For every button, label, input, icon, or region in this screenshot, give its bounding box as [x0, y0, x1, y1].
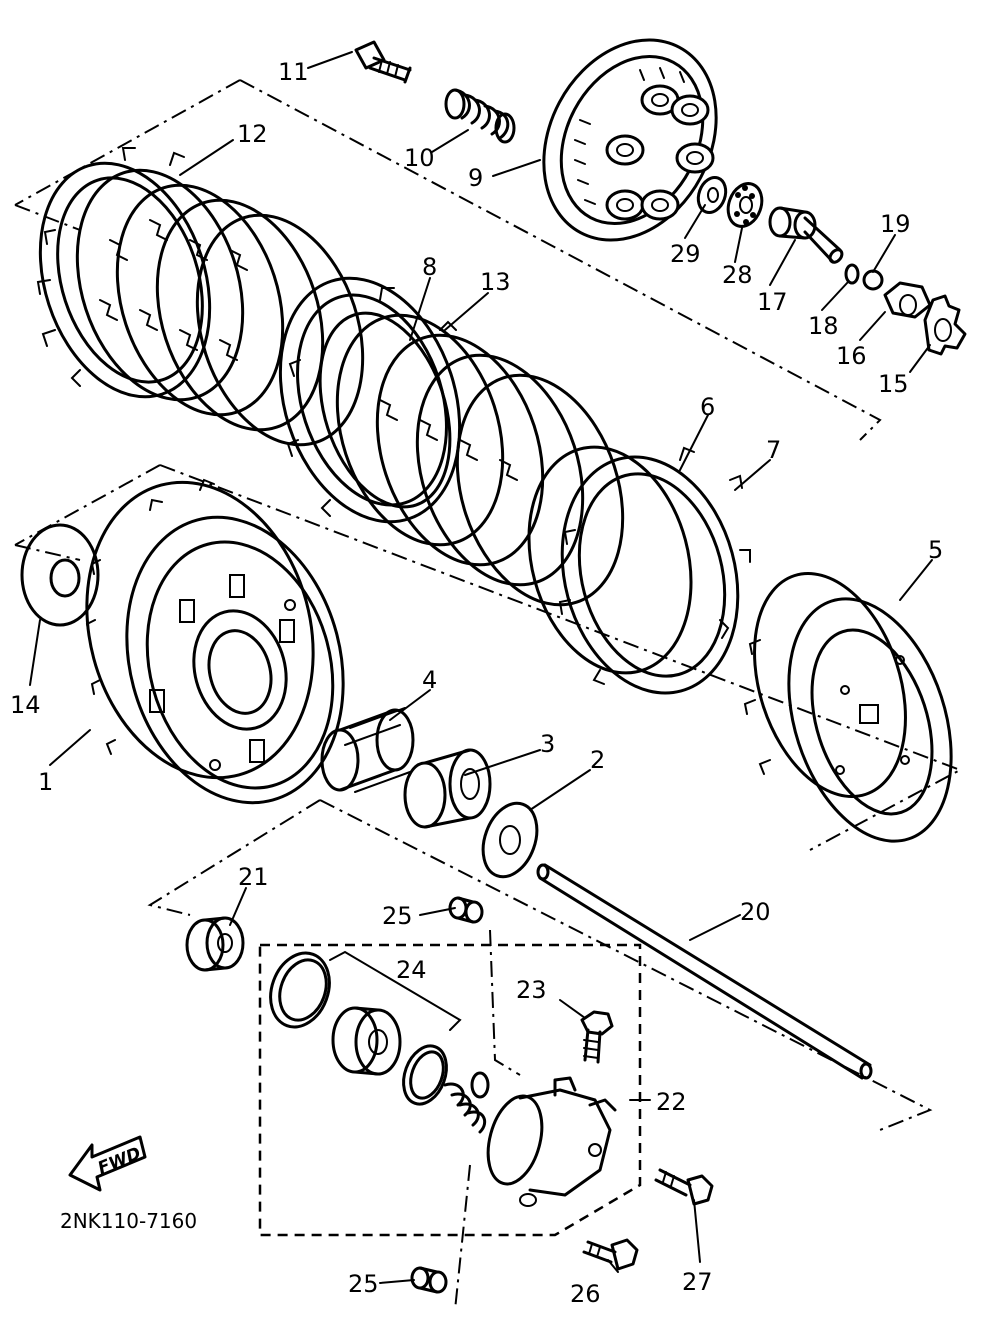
fwd-label: FWD — [95, 1144, 144, 1179]
part-5-clutch-boss — [743, 572, 953, 843]
part-25-dowel-pin-upper — [448, 896, 484, 924]
part-26-bolt — [582, 1238, 639, 1271]
assembly-boundary-lines — [14, 79, 963, 1311]
callout-8: 8 — [422, 253, 437, 281]
callout-23: 23 — [516, 976, 547, 1004]
callout-24: 24 — [396, 956, 427, 984]
part-22-slave-cylinder — [486, 1076, 617, 1207]
part-2-washer — [481, 801, 539, 879]
callout-12: 12 — [237, 120, 268, 148]
callout-22: 22 — [656, 1088, 687, 1116]
slave-cylinder-spring — [443, 1071, 490, 1134]
callout-10: 10 — [404, 144, 435, 172]
callout-1: 1 — [38, 768, 53, 796]
part-11-bolt — [354, 40, 412, 84]
callout-4: 4 — [422, 666, 437, 694]
callout-16: 16 — [836, 342, 867, 370]
callout-17: 17 — [757, 288, 788, 316]
part-14-thrust-washer — [20, 523, 100, 627]
part-24-seal-kit — [269, 950, 462, 1106]
callout-14: 14 — [10, 691, 41, 719]
callout-labels: 11 10 9 12 8 13 29 28 17 18 19 16 15 6 7… — [10, 58, 943, 1308]
part-29-washer — [696, 176, 728, 214]
part-28-bearing — [726, 182, 764, 228]
part-1-clutch-housing — [85, 478, 345, 805]
callout-19: 19 — [880, 210, 911, 238]
callout-28: 28 — [722, 261, 753, 289]
callout-2: 2 — [590, 746, 605, 774]
callout-21: 21 — [238, 863, 269, 891]
part-17-push-rod — [768, 206, 844, 264]
part-20-push-rod — [536, 863, 873, 1080]
callout-29: 29 — [670, 240, 701, 268]
part-23-bleed-screw — [580, 1010, 614, 1064]
part-21-oil-seal — [185, 916, 245, 972]
callout-25-upper: 25 — [382, 902, 413, 930]
callout-5: 5 — [928, 536, 943, 564]
callout-3: 3 — [540, 730, 555, 758]
part-9-pressure-plate — [542, 38, 718, 242]
part-4-needle-bearing — [320, 707, 415, 793]
callout-25-lower: 25 — [348, 1270, 379, 1298]
callout-6: 6 — [700, 393, 715, 421]
part-16-nut — [883, 281, 932, 319]
part-19-ball — [862, 269, 884, 291]
callout-26: 26 — [570, 1280, 601, 1308]
diagram-code: 2NK110-7160 — [60, 1209, 197, 1233]
forward-direction-arrow: FWD — [68, 1135, 147, 1192]
callout-7: 7 — [766, 436, 781, 464]
callout-leader-lines — [29, 51, 933, 1284]
callout-18: 18 — [808, 312, 839, 340]
part-25-dowel-pin-lower — [410, 1266, 448, 1294]
callout-15: 15 — [878, 370, 909, 398]
part-10-spring — [444, 88, 516, 144]
part-3-collar — [403, 748, 492, 829]
callout-27: 27 — [682, 1268, 713, 1296]
slave-cylinder-group-box — [258, 943, 642, 1237]
callout-20: 20 — [740, 898, 771, 926]
callout-11: 11 — [278, 58, 309, 86]
clutch-plate-stack — [36, 147, 751, 695]
callout-13: 13 — [480, 268, 511, 296]
callout-9: 9 — [468, 164, 483, 192]
part-18-o-ring — [844, 263, 860, 285]
part-15-lock-washer — [923, 294, 967, 356]
part-27-bolt — [654, 1168, 714, 1206]
